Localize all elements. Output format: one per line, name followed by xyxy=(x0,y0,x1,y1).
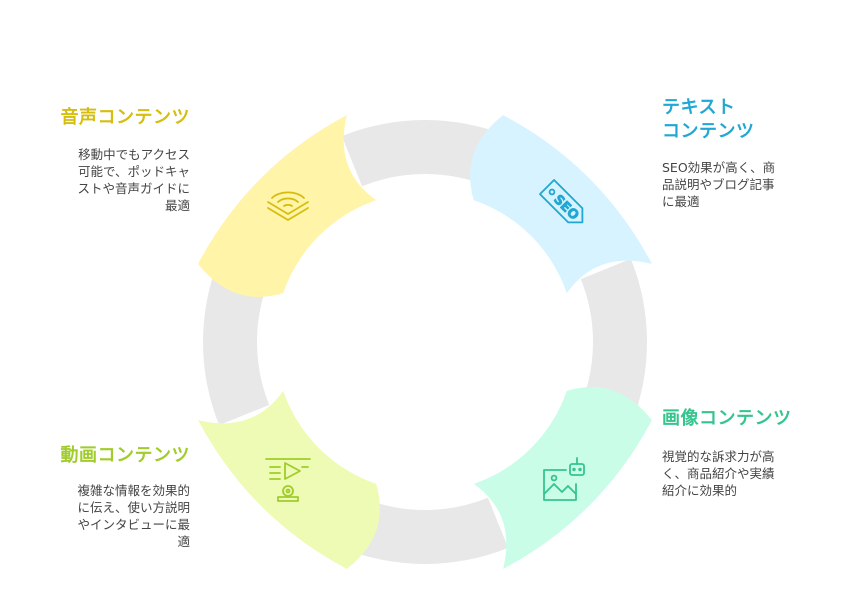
image-title: 画像コンテンツ xyxy=(662,408,792,429)
image-robot-icon xyxy=(543,457,585,501)
ring-arc xyxy=(341,120,509,187)
video-description: 複雑な情報を効果的 に伝え、使い方説明 やインタビューに最 適 xyxy=(77,483,190,549)
audio-description: 移動中でもアクセス 可能で、ポッドキャ ストや音声ガイドに 最適 xyxy=(77,147,190,213)
audio-segment xyxy=(198,115,377,297)
video-play-icon xyxy=(265,458,311,502)
segment-layer xyxy=(198,115,652,569)
image-segment xyxy=(473,387,652,569)
ring-layer xyxy=(203,120,648,564)
wifi-signal-icon xyxy=(267,191,309,221)
video-title: 動画コンテンツ xyxy=(60,445,190,466)
ring-arc xyxy=(580,258,648,426)
video-segment xyxy=(198,390,380,569)
ring-arc xyxy=(203,258,270,426)
text-description: SEO効果が高く、商 品説明やブログ記事 に最適 xyxy=(662,160,776,209)
audio-title: 音声コンテンツ xyxy=(60,107,190,128)
image-description: 視覚的な訴求力が高 く、商品紹介や実績 紹介に効果的 xyxy=(662,449,775,498)
text-title: テキスト コンテンツ xyxy=(662,97,755,142)
ring-arc xyxy=(341,497,509,564)
text-segment xyxy=(470,115,652,294)
